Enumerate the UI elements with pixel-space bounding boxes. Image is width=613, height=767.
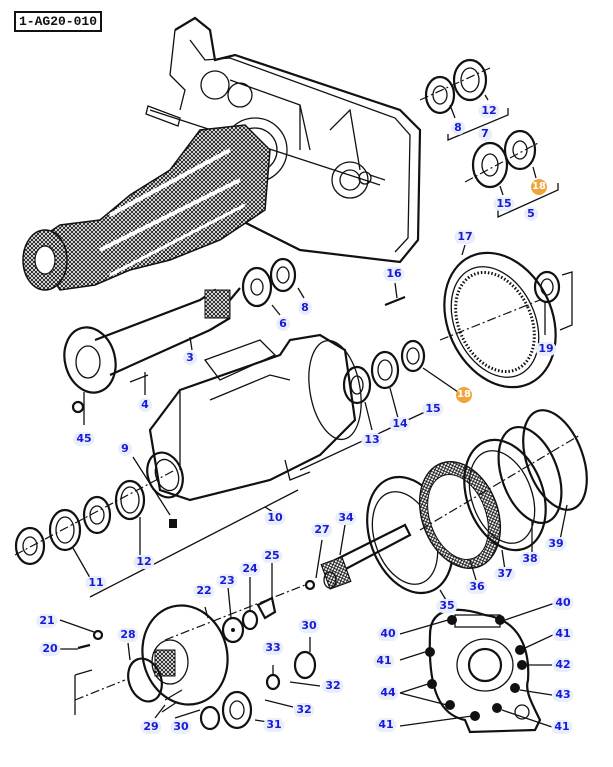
callout-30[interactable]: 30 [170, 720, 192, 734]
callout-8[interactable]: 8 [451, 121, 465, 135]
reference-code-box: 1-AG20-010 [14, 11, 102, 32]
axle-housing [132, 333, 362, 528]
callout-41[interactable]: 41 [552, 627, 574, 641]
callout-39[interactable]: 39 [545, 537, 567, 551]
callout-29[interactable]: 29 [140, 720, 162, 734]
callout-21[interactable]: 21 [36, 614, 58, 628]
callout-12[interactable]: 12 [133, 555, 155, 569]
callout-43[interactable]: 43 [552, 688, 574, 702]
callout-9[interactable]: 9 [118, 442, 132, 456]
callout-14[interactable]: 14 [389, 417, 411, 431]
callout-10[interactable]: 10 [264, 511, 286, 525]
callout-19[interactable]: 19 [535, 342, 557, 356]
callout-45[interactable]: 45 [73, 432, 95, 446]
callout-17[interactable]: 17 [454, 230, 476, 244]
ring-gear [439, 244, 557, 389]
callout-8[interactable]: 8 [298, 301, 312, 315]
callout-36[interactable]: 36 [466, 580, 488, 594]
left-bearing-set [14, 469, 299, 598]
callout-3[interactable]: 3 [183, 351, 197, 365]
bearing-set-7 [419, 58, 509, 141]
hub-assembly [58, 563, 321, 731]
callout-23[interactable]: 23 [216, 574, 238, 588]
seal-stack [299, 339, 459, 471]
callout-37[interactable]: 37 [494, 567, 516, 581]
callout-41[interactable]: 41 [375, 718, 397, 732]
callout-41[interactable]: 41 [551, 720, 573, 734]
bearing-pair [241, 257, 305, 316]
sun-gear-shaft [304, 523, 412, 591]
callout-31[interactable]: 31 [263, 718, 285, 732]
callout-4[interactable]: 4 [138, 398, 152, 412]
callout-32[interactable]: 32 [322, 679, 344, 693]
callout-27[interactable]: 27 [311, 523, 333, 537]
callout-15[interactable]: 15 [493, 197, 515, 211]
callout-13[interactable]: 13 [361, 433, 383, 447]
gear-train-assembly [22, 124, 271, 291]
callout-5[interactable]: 5 [524, 207, 538, 221]
callout-16[interactable]: 16 [383, 267, 405, 281]
callout-12[interactable]: 12 [478, 104, 500, 118]
callout-40[interactable]: 40 [377, 627, 399, 641]
callout-32[interactable]: 32 [293, 703, 315, 717]
callout-38[interactable]: 38 [519, 552, 541, 566]
callout-44[interactable]: 44 [377, 686, 399, 700]
callout-28[interactable]: 28 [117, 628, 139, 642]
callout-40[interactable]: 40 [552, 596, 574, 610]
planetary-assembly [366, 409, 588, 601]
callout-30[interactable]: 30 [298, 619, 320, 633]
callout-41[interactable]: 41 [373, 654, 395, 668]
callout-15[interactable]: 15 [422, 402, 444, 416]
callout-34[interactable]: 34 [335, 511, 357, 525]
callout-33[interactable]: 33 [262, 641, 284, 655]
callout-25[interactable]: 25 [261, 549, 283, 563]
callout-24[interactable]: 24 [239, 562, 261, 576]
pin [384, 282, 406, 307]
callout-35[interactable]: 35 [436, 599, 458, 613]
bearing-set-5 [464, 129, 559, 219]
callout-20[interactable]: 20 [39, 642, 61, 656]
seal [533, 270, 573, 335]
carrier-plate [399, 602, 556, 734]
callout-7[interactable]: 7 [478, 127, 492, 141]
callout-18[interactable]: 18 [531, 179, 547, 195]
callout-18[interactable]: 18 [456, 387, 472, 403]
callout-22[interactable]: 22 [193, 584, 215, 598]
callout-42[interactable]: 42 [552, 658, 574, 672]
callout-11[interactable]: 11 [85, 576, 107, 590]
callout-6[interactable]: 6 [276, 317, 290, 331]
axle-shaft [63, 287, 241, 425]
